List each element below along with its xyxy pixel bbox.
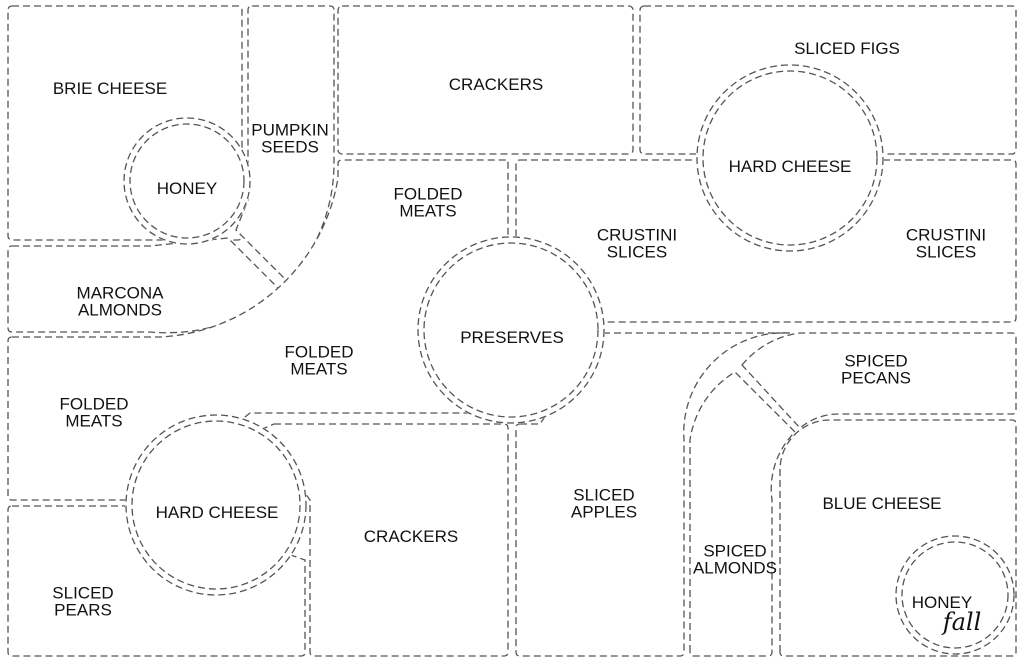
circle-hard-cheese-top: [696, 64, 884, 252]
label-folded-meats-middle: FOLDED: [285, 343, 354, 362]
region-folded-meats: [7, 159, 509, 501]
circle-preserves: [417, 236, 605, 424]
label-preserves: PRESERVES: [460, 328, 564, 347]
label-crustini-left: SLICES: [607, 243, 667, 262]
fall-logo: fall: [941, 608, 982, 636]
label-folded-meats-left: FOLDED: [60, 395, 129, 414]
label-hard-cheese-top: HARD CHEESE: [729, 157, 852, 176]
label-crackers-top: CRACKERS: [449, 75, 543, 94]
circle-hard-cheese-bottom: [125, 414, 307, 596]
region-spiced-pecans: [741, 332, 1017, 429]
label-blue-cheese: BLUE CHEESE: [822, 494, 941, 513]
circle-honey-top: [123, 117, 251, 245]
label-sliced-pears: SLICED: [52, 584, 113, 603]
region-spiced-almonds: [689, 371, 796, 657]
label-spiced-almonds: SPICED: [703, 542, 766, 561]
label-marcona-almonds: ALMONDS: [78, 301, 162, 320]
label-hard-cheese-bottom: HARD CHEESE: [156, 503, 279, 522]
label-sliced-pears: PEARS: [54, 601, 112, 620]
region-sliced-apples: [515, 332, 791, 657]
region-crackers-bottom: [259, 423, 509, 657]
region-pumpkin-seeds: [235, 5, 335, 283]
label-sliced-apples: SLICED: [573, 486, 634, 505]
label-brie-cheese: BRIE CHEESE: [53, 79, 167, 98]
label-spiced-almonds: ALMONDS: [693, 559, 777, 578]
label-sliced-apples: APPLES: [571, 503, 637, 522]
label-crustini-right: SLICES: [916, 243, 976, 262]
label-folded-meats-top: FOLDED: [394, 185, 463, 204]
label-crustini-left: CRUSTINI: [597, 226, 677, 245]
label-folded-meats-middle: MEATS: [290, 360, 347, 379]
label-marcona-almonds: MARCONA: [77, 284, 165, 303]
label-folded-meats-top: MEATS: [399, 202, 456, 221]
label-sliced-figs: SLICED FIGS: [794, 39, 900, 58]
circle-honey-bottom: [895, 535, 1015, 655]
label-crackers-bottom: CRACKERS: [364, 527, 458, 546]
label-folded-meats-left: MEATS: [65, 412, 122, 431]
label-honey-top: HONEY: [157, 179, 217, 198]
label-pumpkin-seeds: PUMPKIN: [251, 121, 328, 140]
region-crackers-top: [337, 5, 634, 155]
label-crustini-right: CRUSTINI: [906, 226, 986, 245]
label-honey-bottom: HONEY: [912, 593, 972, 612]
label-spiced-pecans: SPICED: [844, 352, 907, 371]
label-pumpkin-seeds: SEEDS: [261, 138, 319, 157]
label-spiced-pecans: PECANS: [841, 369, 911, 388]
